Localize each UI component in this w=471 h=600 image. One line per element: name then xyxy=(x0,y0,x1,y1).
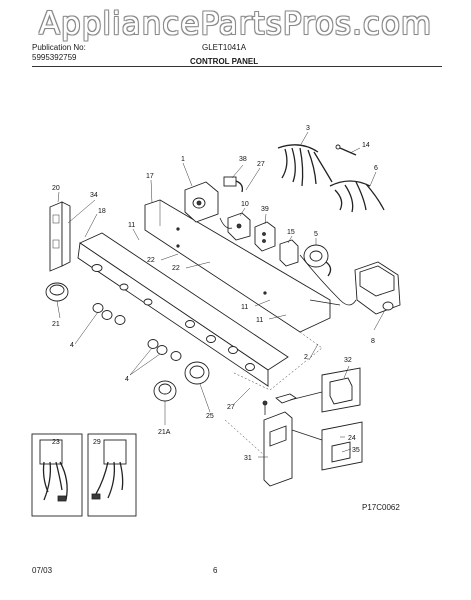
callout-4-upper: 4 xyxy=(70,342,74,349)
revision-date: 07/03 xyxy=(32,566,53,575)
callout-39: 39 xyxy=(261,206,269,213)
callout-3: 3 xyxy=(306,125,310,132)
publication-number: 5995392759 xyxy=(32,53,77,62)
harness-inset-29 xyxy=(87,433,137,517)
callout-20: 20 xyxy=(52,185,60,192)
section-title: CONTROL PANEL xyxy=(190,57,259,66)
bracket-31 xyxy=(263,411,293,487)
end-cap-bracket xyxy=(49,201,71,272)
watermark: AppliancePartsPros.com xyxy=(38,6,433,42)
callout-27-upper: 27 xyxy=(257,161,265,168)
harness-inset-23 xyxy=(31,433,83,517)
callout-labels: 1 2 3 4 4 5 6 8 10 11 11 11 14 15 17 18 … xyxy=(52,125,378,462)
callout-6: 6 xyxy=(374,165,378,172)
header-rule xyxy=(32,66,442,67)
knob-21a xyxy=(153,380,177,402)
callout-17: 17 xyxy=(146,173,154,180)
callout-5: 5 xyxy=(314,231,318,238)
callout-21: 21 xyxy=(52,321,60,328)
switch-15 xyxy=(279,239,299,267)
leader-lines xyxy=(56,131,386,458)
callout-29: 29 xyxy=(93,439,101,446)
connector-38 xyxy=(223,176,244,193)
switch-39 xyxy=(254,221,276,252)
callout-8: 8 xyxy=(371,338,375,345)
control-panel-front xyxy=(77,232,289,387)
callout-11-right: 11 xyxy=(256,317,263,324)
callout-38: 38 xyxy=(239,156,247,163)
pressure-switch xyxy=(303,244,332,277)
model-number: GLET1041A xyxy=(202,43,247,52)
callout-18: 18 xyxy=(98,208,106,215)
inset-24-box xyxy=(291,421,363,471)
callout-25: 25 xyxy=(206,413,214,420)
part-14 xyxy=(335,144,357,156)
motor-assembly xyxy=(354,261,401,315)
callout-24: 24 xyxy=(348,435,356,442)
wire-harness-3 xyxy=(277,144,333,187)
timer xyxy=(184,181,219,223)
callout-2: 2 xyxy=(304,354,308,361)
control-panel-backplate xyxy=(144,199,331,333)
callout-27-lower: 27 xyxy=(227,404,235,411)
switch-10 xyxy=(227,212,251,241)
callout-21a: 21A xyxy=(158,429,171,436)
callout-31: 31 xyxy=(244,455,252,462)
callout-35: 35 xyxy=(352,447,360,454)
callout-22-lower: 22 xyxy=(172,265,180,272)
callout-34: 34 xyxy=(90,192,98,199)
callout-4-lower: 4 xyxy=(125,376,129,383)
publication-label: Publication No: xyxy=(32,43,86,52)
page-number: 6 xyxy=(213,566,218,575)
callout-14: 14 xyxy=(362,142,370,149)
callout-11-mid: 11 xyxy=(241,304,248,311)
knob-timer xyxy=(45,282,69,302)
knob-group-upper xyxy=(92,303,126,325)
callout-1: 1 xyxy=(181,156,185,163)
knob-group-lower xyxy=(147,339,182,361)
figure-code: P17C0062 xyxy=(362,503,400,512)
callout-10: 10 xyxy=(241,201,249,208)
dial-25 xyxy=(184,361,210,385)
callout-32: 32 xyxy=(344,357,352,364)
callout-11-left: 11 xyxy=(128,222,135,229)
callout-22-upper: 22 xyxy=(147,257,155,264)
inset-32-box xyxy=(289,367,361,413)
callout-15: 15 xyxy=(287,229,295,236)
callout-23: 23 xyxy=(52,439,60,446)
wire-harness-6 xyxy=(329,180,385,213)
